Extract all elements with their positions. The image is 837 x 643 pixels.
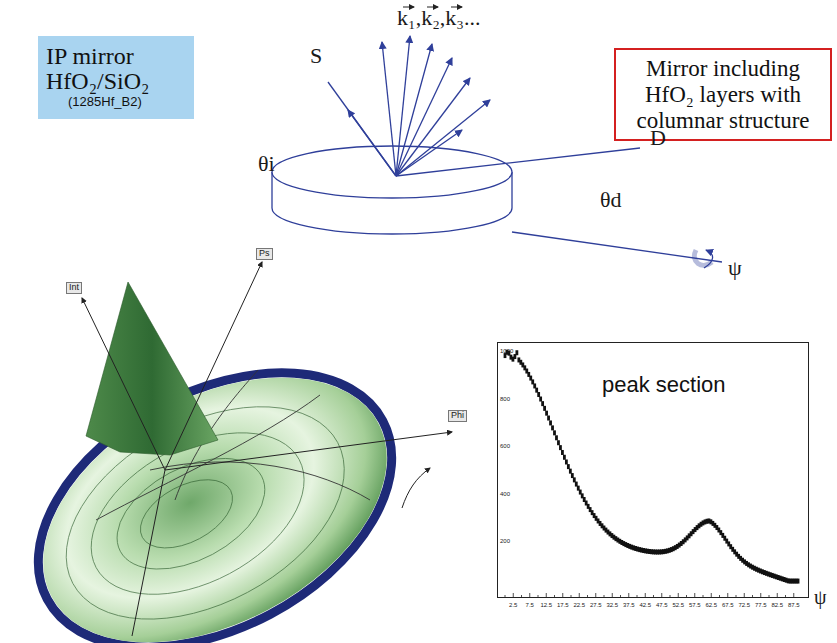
data-point: [545, 411, 548, 416]
tick-label: 800: [500, 396, 510, 403]
tick-label: 22.5: [573, 602, 585, 609]
tick-label: 17.5: [557, 602, 569, 609]
data-point: [567, 464, 570, 469]
chart-title: peak section: [602, 373, 726, 397]
tick-label: 600: [500, 443, 510, 450]
axis-symbol: ψ: [814, 586, 827, 608]
data-point: [563, 455, 566, 460]
data-point: [571, 473, 574, 478]
beam-label: D: [650, 126, 666, 150]
tick-label: 12.5: [540, 602, 552, 609]
tick-label: 400: [500, 491, 510, 498]
data-point: [557, 440, 560, 445]
box-text: (1285Hf_B2): [46, 94, 186, 111]
data-point: [565, 459, 568, 464]
data-point: [551, 425, 554, 430]
tick-label: 37.5: [623, 602, 635, 609]
box-text: IP mirror HfO₂/SiO₂: [46, 44, 186, 94]
chart-frame: peak section: [497, 342, 809, 598]
data-point: [543, 406, 546, 411]
text-box: IP mirror HfO₂/SiO₂(1285Hf_B2): [38, 36, 194, 119]
tick-label: 1000: [500, 348, 513, 355]
data-point: [555, 435, 558, 440]
angle-label: θd: [600, 188, 622, 212]
data-point: [569, 469, 572, 474]
tick-label: 77.5: [755, 602, 767, 609]
tick-label: 72.5: [738, 602, 750, 609]
data-point: [541, 401, 544, 406]
box-text: Mirror including HfO₂ layers with column…: [622, 56, 824, 133]
beam-label: S: [310, 44, 322, 68]
tick-label: 47.5: [656, 602, 668, 609]
axis-label: Ps: [256, 248, 273, 260]
text-box: Mirror including HfO₂ layers with column…: [614, 48, 832, 141]
axis-symbol: ψ: [728, 256, 742, 280]
vector-label: k₁,k₂,k₃...: [397, 6, 481, 30]
axis-label: Phi: [448, 410, 467, 422]
axis-label: Int: [66, 282, 82, 294]
data-point: [539, 397, 542, 402]
data-point: [547, 416, 550, 421]
tick-label: 32.5: [606, 602, 618, 609]
tick-label: 62.5: [705, 602, 717, 609]
tick-label: 82.5: [771, 602, 783, 609]
tick-label: 200: [500, 538, 510, 545]
data-point: [561, 450, 564, 455]
data-point: [559, 445, 562, 450]
tick-label: 7.5: [526, 602, 534, 609]
tick-label: 67.5: [722, 602, 734, 609]
data-point: [515, 350, 518, 355]
data-point: [553, 430, 556, 435]
data-point: [535, 388, 538, 393]
data-point: [549, 420, 552, 425]
tick-label: 42.5: [639, 602, 651, 609]
angle-label: θi: [258, 152, 275, 176]
tick-label: 27.5: [590, 602, 602, 609]
data-point: [797, 579, 800, 584]
tick-label: 52.5: [672, 602, 684, 609]
data-point: [537, 392, 540, 397]
tick-label: 57.5: [689, 602, 701, 609]
tick-label: 2.5: [509, 602, 517, 609]
tick-label: 87.5: [788, 602, 800, 609]
